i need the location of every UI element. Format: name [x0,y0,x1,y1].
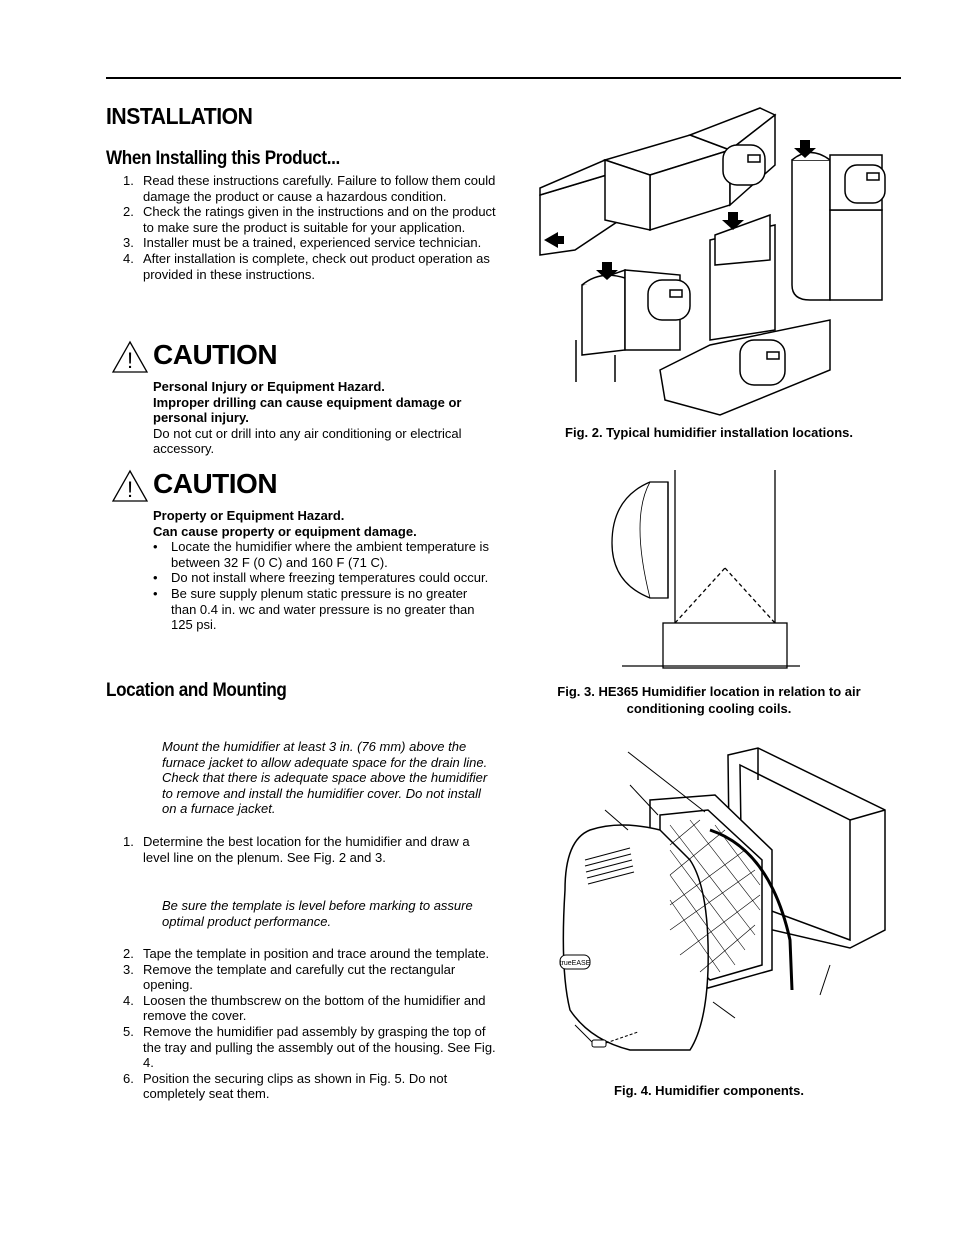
svg-text:!: ! [127,348,133,373]
caution-title: CAUTION [153,468,278,499]
list-item: 5.Remove the humidifier pad assembly by … [123,1023,496,1071]
caution-box-1: ! CAUTION Personal Injury or Equipment H… [106,339,496,461]
warning-triangle-icon: ! [111,469,149,502]
fig3-caption: Fig. 3. HE365 Humidifier location in rel… [557,684,861,716]
list-item: 2.Tape the template in position and trac… [123,946,490,961]
fig3-coil-location-diagram [611,470,800,669]
fig2-caption: Fig. 2. Typical humidifier installation … [565,425,853,440]
list-item: 4.After installation is complete, check … [123,250,490,282]
header-rule [106,77,901,79]
caution-body: Property or Equipment Hazard. Can cause … [153,508,493,633]
caution-box-2: ! CAUTION Property or Equipment Hazard. … [106,468,496,670]
list-item: 3.Installer must be a trained, experienc… [123,235,482,251]
list-item: 6.Position the securing clips as shown i… [123,1070,448,1102]
fig4-caption: Fig. 4. Humidifier components. [614,1083,804,1098]
list-item: •Be sure supply plenum static pressure i… [153,585,475,633]
fig2-installation-locations-illustration [539,107,886,416]
list-item: •Locate the humidifier where the ambient… [153,539,489,570]
svg-text:!: ! [127,477,133,502]
caution-bullet-list: •Locate the humidifier where the ambient… [153,539,493,633]
when-installing-heading: When Installing this Product... [106,148,340,169]
page-title: INSTALLATION [106,103,253,129]
location-heading: Location and Mounting [106,680,287,701]
location-steps-list: 2.Tape the template in position and trac… [106,946,496,1102]
list-item: 1.Determine the best location for the hu… [123,834,470,865]
fig4-brand-label: trueEASE [560,960,591,967]
template-note: Be sure the template is level before mar… [162,898,473,929]
list-item: 2.Check the ratings given in the instruc… [123,204,496,235]
list-item: 4.Loosen the thumbscrew on the bottom of… [123,992,486,1024]
location-step-1: 1.Determine the best location for the hu… [106,834,496,865]
mounting-note: Mount the humidifier at least 3 in. (76 … [162,739,488,817]
list-item: 3.Remove the template and carefully cut … [123,961,456,993]
caution-body: Personal Injury or Equipment Hazard. Imp… [153,379,462,457]
fig4-humidifier-components-illustration: trueEASE [559,747,886,1051]
list-item: •Do not install where freezing temperatu… [153,570,489,586]
list-item: 1.Read these instructions carefully. Fai… [123,173,496,204]
install-steps-list: 1.Read these instructions carefully. Fai… [106,173,496,282]
caution-title: CAUTION [153,339,278,370]
warning-triangle-icon: ! [111,340,149,373]
